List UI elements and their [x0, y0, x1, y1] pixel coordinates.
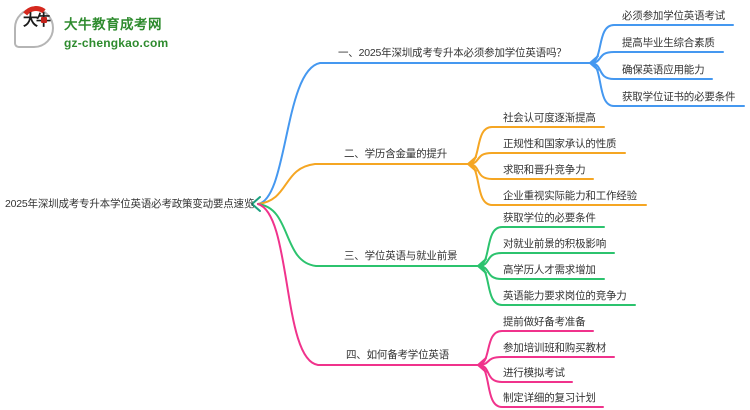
branch-2-leaf-2[interactable]: 正规性和国家承认的性质 [503, 138, 617, 150]
logo-title: 大牛教育成考网 [64, 17, 162, 32]
branch-1-connectors [257, 24, 745, 205]
logo-bull-icon: 大牛 [14, 3, 55, 48]
branch-1-leaf-3[interactable]: 确保英语应用能力 [622, 64, 705, 76]
site-logo[interactable]: 大牛 大牛教育成考网 gz-chengkao.com [12, 3, 212, 58]
root-arrow-icon [251, 196, 261, 212]
branch-2-leaf-4[interactable]: 企业重视实际能力和工作经验 [503, 190, 637, 202]
branch-3-leaf-4[interactable]: 英语能力要求岗位的竞争力 [503, 290, 627, 302]
branch-3-label[interactable]: 三、学位英语与就业前景 [344, 250, 458, 262]
branch-4-connectors [257, 203, 615, 408]
branch-2-leaf-1[interactable]: 社会认可度逐渐提高 [503, 112, 596, 124]
branch-2-label[interactable]: 二、学历含金量的提升 [344, 148, 447, 160]
root-node[interactable]: 2025年深圳成考专升本学位英语必考政策变动要点速览 [5, 198, 255, 210]
branch-4-leaf-2[interactable]: 参加培训班和购买教材 [503, 342, 606, 354]
branch-2-connectors [257, 126, 647, 206]
logo-subtitle: gz-chengkao.com [64, 36, 169, 50]
branch-4-label[interactable]: 四、如何备考学位英语 [346, 349, 449, 361]
branch-3-leaf-2[interactable]: 对就业前景的积极影响 [503, 238, 606, 250]
branch-2-leaf-3[interactable]: 求职和晋升竞争力 [503, 164, 586, 176]
logo-seal-icon [41, 17, 47, 23]
branch-3-leaf-1[interactable]: 获取学位的必要条件 [503, 212, 596, 224]
branch-4-leaf-3[interactable]: 进行模拟考试 [503, 367, 565, 379]
branch-3-connectors [257, 203, 636, 306]
branch-1-leaf-1[interactable]: 必须参加学位英语考试 [622, 10, 725, 22]
branch-3-leaf-3[interactable]: 高学历人才需求增加 [503, 264, 596, 276]
branch-4-leaf-4[interactable]: 制定详细的复习计划 [503, 392, 596, 404]
branch-1-label[interactable]: 一、2025年深圳成考专升本必须参加学位英语吗？ [338, 47, 567, 59]
logo-icon-text: 大牛 [22, 13, 51, 29]
branch-4-leaf-1[interactable]: 提前做好备考准备 [503, 316, 586, 328]
branch-1-leaf-4[interactable]: 获取学位证书的必要条件 [622, 91, 736, 103]
branch-1-leaf-2[interactable]: 提高毕业生综合素质 [622, 37, 715, 49]
